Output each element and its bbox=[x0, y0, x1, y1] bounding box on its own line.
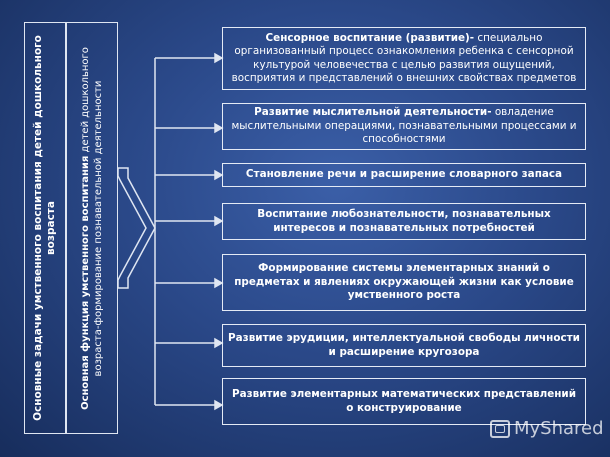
box-sensory-education: Сенсорное воспитание (развитие)- специал… bbox=[222, 27, 586, 90]
branch-arrows bbox=[155, 52, 224, 411]
main-tasks-column: Основные задачи умственного воспитания д… bbox=[24, 22, 66, 434]
box-knowledge-system: Формирование системы элементарных знаний… bbox=[222, 254, 586, 311]
box-erudition-development: Развитие эрудиции, интеллектуальной своб… bbox=[222, 324, 586, 367]
main-function-column: Основная функция умственного воспитания … bbox=[66, 22, 118, 434]
box-math-development: Развитие элементарных математических пре… bbox=[222, 378, 586, 425]
box-speech-development: Становление речи и расширение словарного… bbox=[222, 163, 586, 187]
box-thinking-development: Развитие мыслительной деятельности- овла… bbox=[222, 103, 586, 150]
myshared-logo-icon bbox=[490, 419, 510, 438]
big-arrow bbox=[117, 167, 156, 289]
watermark: MyShared bbox=[490, 418, 604, 439]
box-curiosity-education: Воспитание любознательности, познаватель… bbox=[222, 203, 586, 240]
